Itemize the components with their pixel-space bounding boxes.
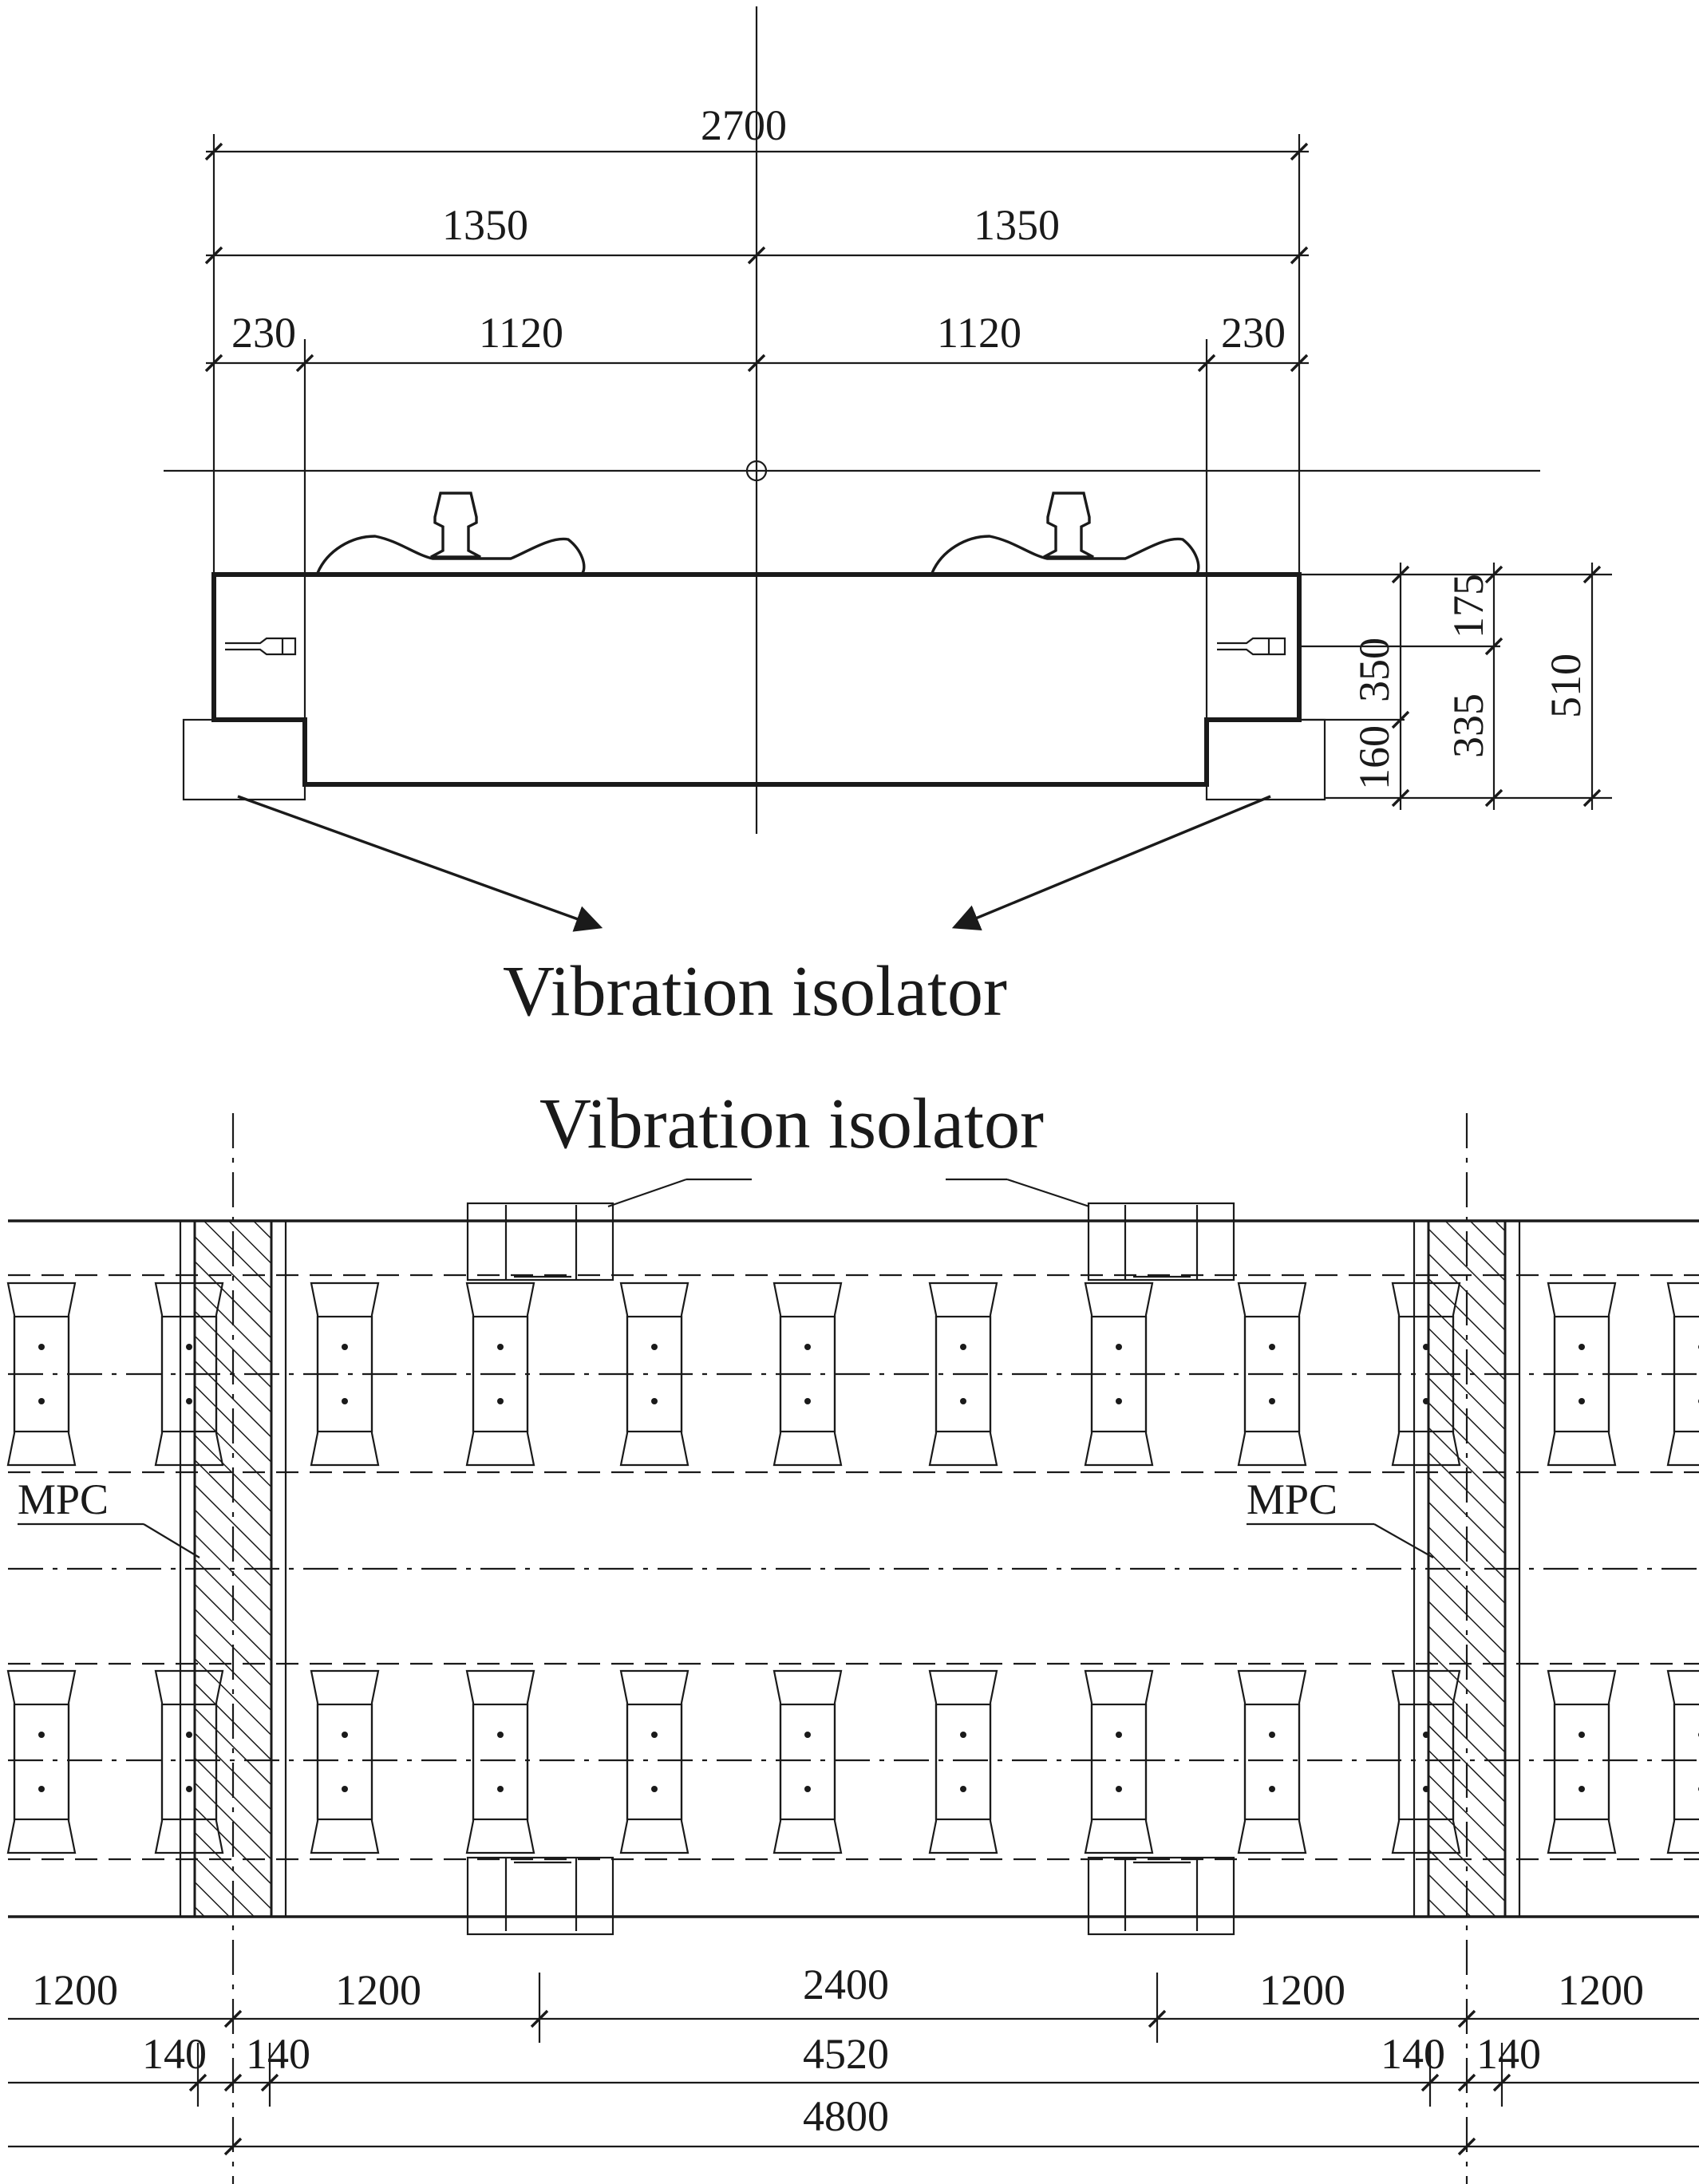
- fastener-pad: [1391, 1282, 1461, 1467]
- tick-1120-e: [1290, 353, 1309, 373]
- rail-fastener-left: [316, 492, 586, 574]
- fastener-pad: [928, 1282, 998, 1467]
- tick-1120-a: [204, 353, 223, 373]
- side-panel-symbol-right: [1217, 637, 1286, 656]
- plan-isolator-bottom-right: [1087, 1856, 1235, 1936]
- dim-1120-left: 1120: [479, 309, 563, 357]
- fastener-pad: [1237, 1669, 1307, 1854]
- plan-dim-4800: 4800: [803, 2092, 889, 2140]
- mpc-label-left: MPC: [18, 1475, 109, 1523]
- tick-1350-l: [204, 246, 223, 265]
- tick-r3: [1391, 788, 1410, 808]
- dim-1350-left: 1350: [442, 201, 528, 249]
- tick-1350-r: [1290, 246, 1309, 265]
- tick-r8: [1582, 788, 1602, 808]
- plan-isolator-top-left: [466, 1202, 614, 1282]
- tick-1350-m: [747, 246, 766, 265]
- plan-leader-left-diag: [607, 1178, 687, 1208]
- mpc-leader-right-diag: [1373, 1523, 1434, 1558]
- fastener-pad: [465, 1282, 535, 1467]
- fastener-pad: [1547, 1669, 1617, 1854]
- fastener-pad: [1084, 1669, 1154, 1854]
- plan-isolator-label: Vibration isolator: [539, 1084, 1044, 1163]
- tick-1120-b: [295, 353, 314, 373]
- fastener-pad: [1084, 1282, 1154, 1467]
- tick-r5: [1484, 637, 1503, 656]
- fastener-pad: [465, 1669, 535, 1854]
- tick-1120-d: [1197, 353, 1216, 373]
- dim-1350-right: 1350: [974, 201, 1060, 249]
- plan-dim-1200-c: 1200: [1259, 1966, 1345, 2014]
- fastener-pad: [310, 1669, 380, 1854]
- mpc-joint-left: [193, 1219, 273, 1918]
- fastener-pad: [310, 1282, 380, 1467]
- tick-2700-l: [204, 142, 223, 161]
- fastener-pad: [772, 1669, 843, 1854]
- fastener-pad: [1237, 1282, 1307, 1467]
- tick-r1: [1391, 565, 1410, 584]
- dim-175: 175: [1444, 574, 1492, 638]
- dim-335: 335: [1444, 693, 1492, 758]
- fastener-pad: [6, 1282, 77, 1467]
- section-isolator-label: Vibration isolator: [503, 952, 1007, 1031]
- leader-right: [951, 795, 1271, 930]
- tick-r2: [1391, 710, 1410, 729]
- fastener-pad: [772, 1282, 843, 1467]
- plan-dim-4520: 4520: [803, 2030, 889, 2078]
- fastener-pad: [619, 1669, 689, 1854]
- fastener-pad: [154, 1669, 224, 1854]
- fastener-pad: [1666, 1669, 1699, 1854]
- tick-r7: [1582, 565, 1602, 584]
- mpc-label-right: MPC: [1247, 1475, 1337, 1523]
- fastener-pad: [154, 1282, 224, 1467]
- plan-isolator-bottom-left: [466, 1856, 614, 1936]
- section-view: 2700 1350 1350 230 1120 1120 230: [164, 6, 1612, 1031]
- fastener-pad: [928, 1669, 998, 1854]
- fastener-pad: [1547, 1282, 1617, 1467]
- tick-r6: [1484, 788, 1503, 808]
- dim-230-right: 230: [1221, 309, 1286, 357]
- plan-dim-1200-d: 1200: [1558, 1966, 1644, 2014]
- tick-r4: [1484, 565, 1503, 584]
- tick-1120-c: [747, 353, 766, 373]
- fastener-pad: [6, 1669, 77, 1854]
- section-isolator-left: [182, 718, 306, 801]
- dim-2700: 2700: [701, 101, 787, 149]
- tick-2700-r: [1290, 142, 1309, 161]
- plan-dim-140-c: 140: [1381, 2030, 1445, 2078]
- dim-230-left: 230: [231, 309, 296, 357]
- plan-dim-ticks: [188, 2009, 1511, 2156]
- plan-dim-1200-a: 1200: [32, 1966, 118, 2014]
- plan-dim-140-d: 140: [1476, 2030, 1541, 2078]
- fastener-pad: [1391, 1669, 1461, 1854]
- plan-dim-1200-b: 1200: [335, 1966, 421, 2014]
- mpc-joint-right: [1427, 1219, 1507, 1918]
- side-panel-symbol-left: [225, 637, 297, 656]
- leader-left: [237, 795, 603, 932]
- fastener-pads: [6, 1282, 1699, 1854]
- fastener-pad: [619, 1282, 689, 1467]
- dim-350: 350: [1350, 638, 1398, 702]
- plan-view: Vibration isolator MPC MPC: [6, 1084, 1699, 2184]
- plan-leader-right-diag: [1006, 1178, 1090, 1208]
- section-isolator-right: [1205, 718, 1326, 801]
- section-center-mark: [745, 460, 768, 482]
- plan-dim-2400: 2400: [803, 1961, 889, 2008]
- plan-dim-140-b: 140: [246, 2030, 310, 2078]
- mpc-leader-left-diag: [143, 1523, 200, 1558]
- rail-fastener-right: [930, 492, 1200, 574]
- dim-1120-right: 1120: [937, 309, 1021, 357]
- dim-510: 510: [1542, 654, 1590, 718]
- dim-160: 160: [1350, 725, 1398, 790]
- plan-isolator-top-right: [1087, 1202, 1235, 1282]
- plan-dim-140-a: 140: [142, 2030, 207, 2078]
